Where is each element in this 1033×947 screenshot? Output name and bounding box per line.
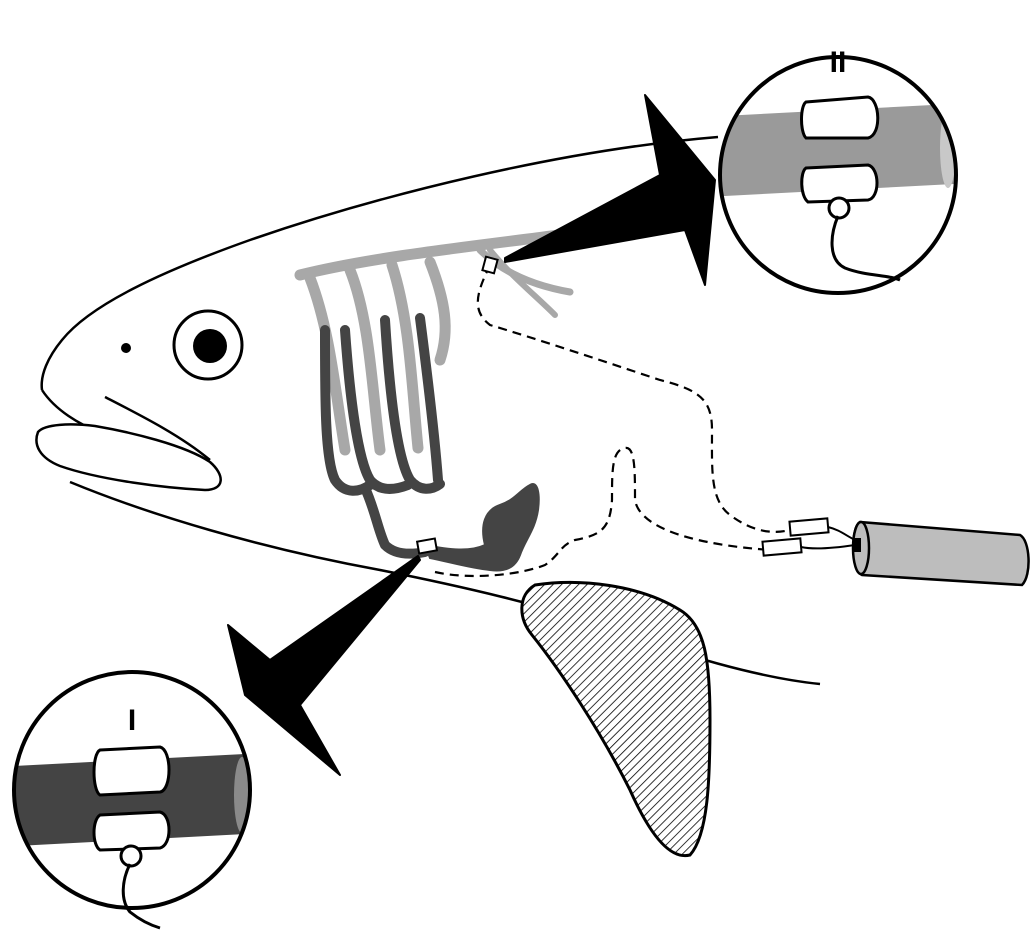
arrow-to-callout-I [228, 556, 420, 775]
callout-I-label: I [128, 704, 136, 737]
probe-cuff-marker-I [417, 539, 437, 554]
callout-I: I [3, 672, 257, 928]
probe-connectors [762, 518, 855, 555]
arrow-to-callout-II [505, 95, 715, 285]
fish-pupil [193, 329, 227, 363]
pectoral-fin [522, 582, 710, 855]
probe-body [853, 522, 1029, 585]
fish-nostril [121, 343, 131, 353]
fish-lower-jaw [36, 424, 220, 490]
callout-II: II [698, 46, 962, 293]
callout-II-label: II [830, 46, 847, 79]
heart [425, 484, 539, 570]
fish-ventral-outline [70, 482, 820, 684]
probe-cuff-marker-II [482, 257, 497, 274]
